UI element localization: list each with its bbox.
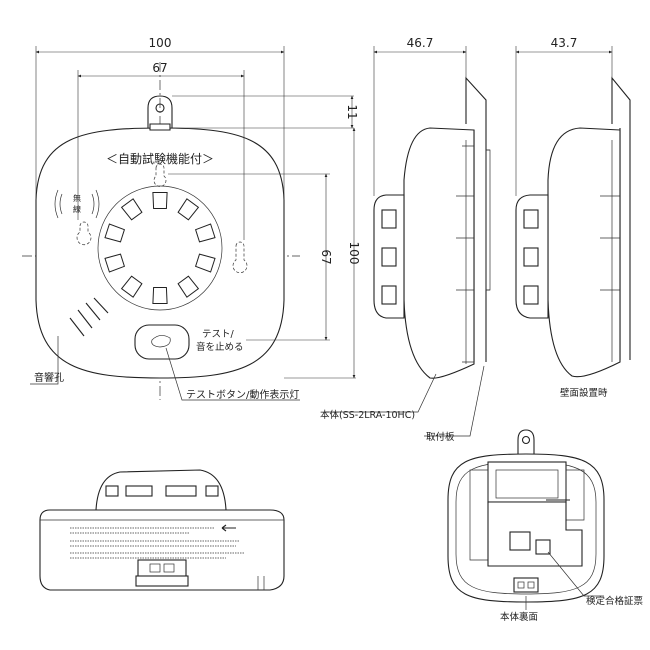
auto-test-label: ＜自動試験機能付＞ [106,151,214,166]
bottom-side-view [39,469,285,591]
bottom-fine-print [70,527,244,559]
sound-hole-leader [30,336,59,385]
smoke-inlet-slot [177,198,200,221]
smoke-inlet-slot [104,223,126,243]
back-battery-compartment [487,461,567,503]
cert-label: 検定合格証票 [586,595,644,607]
dim-side-depth: 46.7 [407,36,434,50]
back-bottom-terminal [513,577,539,593]
wall-body [547,127,621,378]
smoke-inlet-slot [194,253,216,273]
wireless-icon [54,189,100,219]
smoke-inlet-slot [104,253,126,273]
wireless-label-bottom: 線 [73,204,81,214]
front-dimensions: 100 67 11 67 100 [35,36,361,379]
smoke-inlet-outer [97,185,223,311]
side-body [403,127,475,379]
hanging-tab [147,95,173,128]
bottom-body [39,509,285,591]
mount-plate-leader [424,365,485,437]
dim-wall-depth: 43.7 [551,36,578,50]
back-view: 検定合格証票 本体裏面 [447,429,644,623]
smoke-inlet-slots [104,192,216,304]
back-connector [509,531,531,551]
dim-height-hole: 67 [319,249,333,264]
test-stop-label-2: 音を止める [196,341,244,353]
bottom-arrow-icon [221,524,236,532]
dim-height-outer: 100 [347,242,361,265]
bottom-terminal [137,559,187,579]
wall-slot-1 [523,209,539,229]
wall-slot-2 [523,247,539,267]
wall-view: 43.7 壁面設置時 [515,36,631,399]
back-label: 本体裏面 [500,611,538,623]
keyhole-top [153,163,167,187]
dim-width-hole: 67 [152,61,167,75]
test-button-leader [165,347,300,401]
back-hanging-tab [517,429,535,456]
dim-width-outer: 100 [149,36,172,50]
side-slot-1 [381,209,397,229]
body-model-leader [324,373,437,413]
detector-body-outline [35,127,285,379]
sound-holes [69,297,109,337]
side-slot-3 [381,285,397,305]
keyhole-left [76,221,92,246]
body-model-label: 本体(SS-2LRA-10HC) [320,409,415,421]
cert-leader [547,551,604,597]
wall-slot-3 [523,285,539,305]
smoke-inlet-slot [152,192,168,209]
dim-height-tab: 11 [345,104,359,119]
side-slot-2 [381,247,397,267]
bottom-dome [95,469,227,511]
smoke-inlet-slot [177,275,200,298]
tab-joint [149,123,171,131]
side-view: 46.7 本体(SS-2LRA-10HC) 取付板 [320,36,491,443]
smoke-inlet-slot [194,223,216,243]
smoke-inlet-slot [152,287,168,304]
back-cert-sticker [535,539,551,555]
keyhole-right [232,241,248,274]
smoke-inlet-slot [120,275,143,298]
hanging-hole [155,103,165,113]
test-button-lamp [151,335,171,348]
test-button[interactable] [134,324,190,360]
sound-hole-label: 音響孔 [34,371,64,384]
mount-plate-label: 取付板 [426,431,455,443]
front-view: ＜自動試験機能付＞ 無 線 [22,62,300,401]
smoke-inlet-slot [120,198,143,221]
wall-mount-plate [611,76,631,360]
test-button-label: テストボタン/動作表示灯 [186,388,299,401]
wireless-label-top: 無 [73,193,81,203]
wall-mount-label: 壁面設置時 [560,387,608,399]
test-stop-label-1: テスト/ [202,329,235,340]
